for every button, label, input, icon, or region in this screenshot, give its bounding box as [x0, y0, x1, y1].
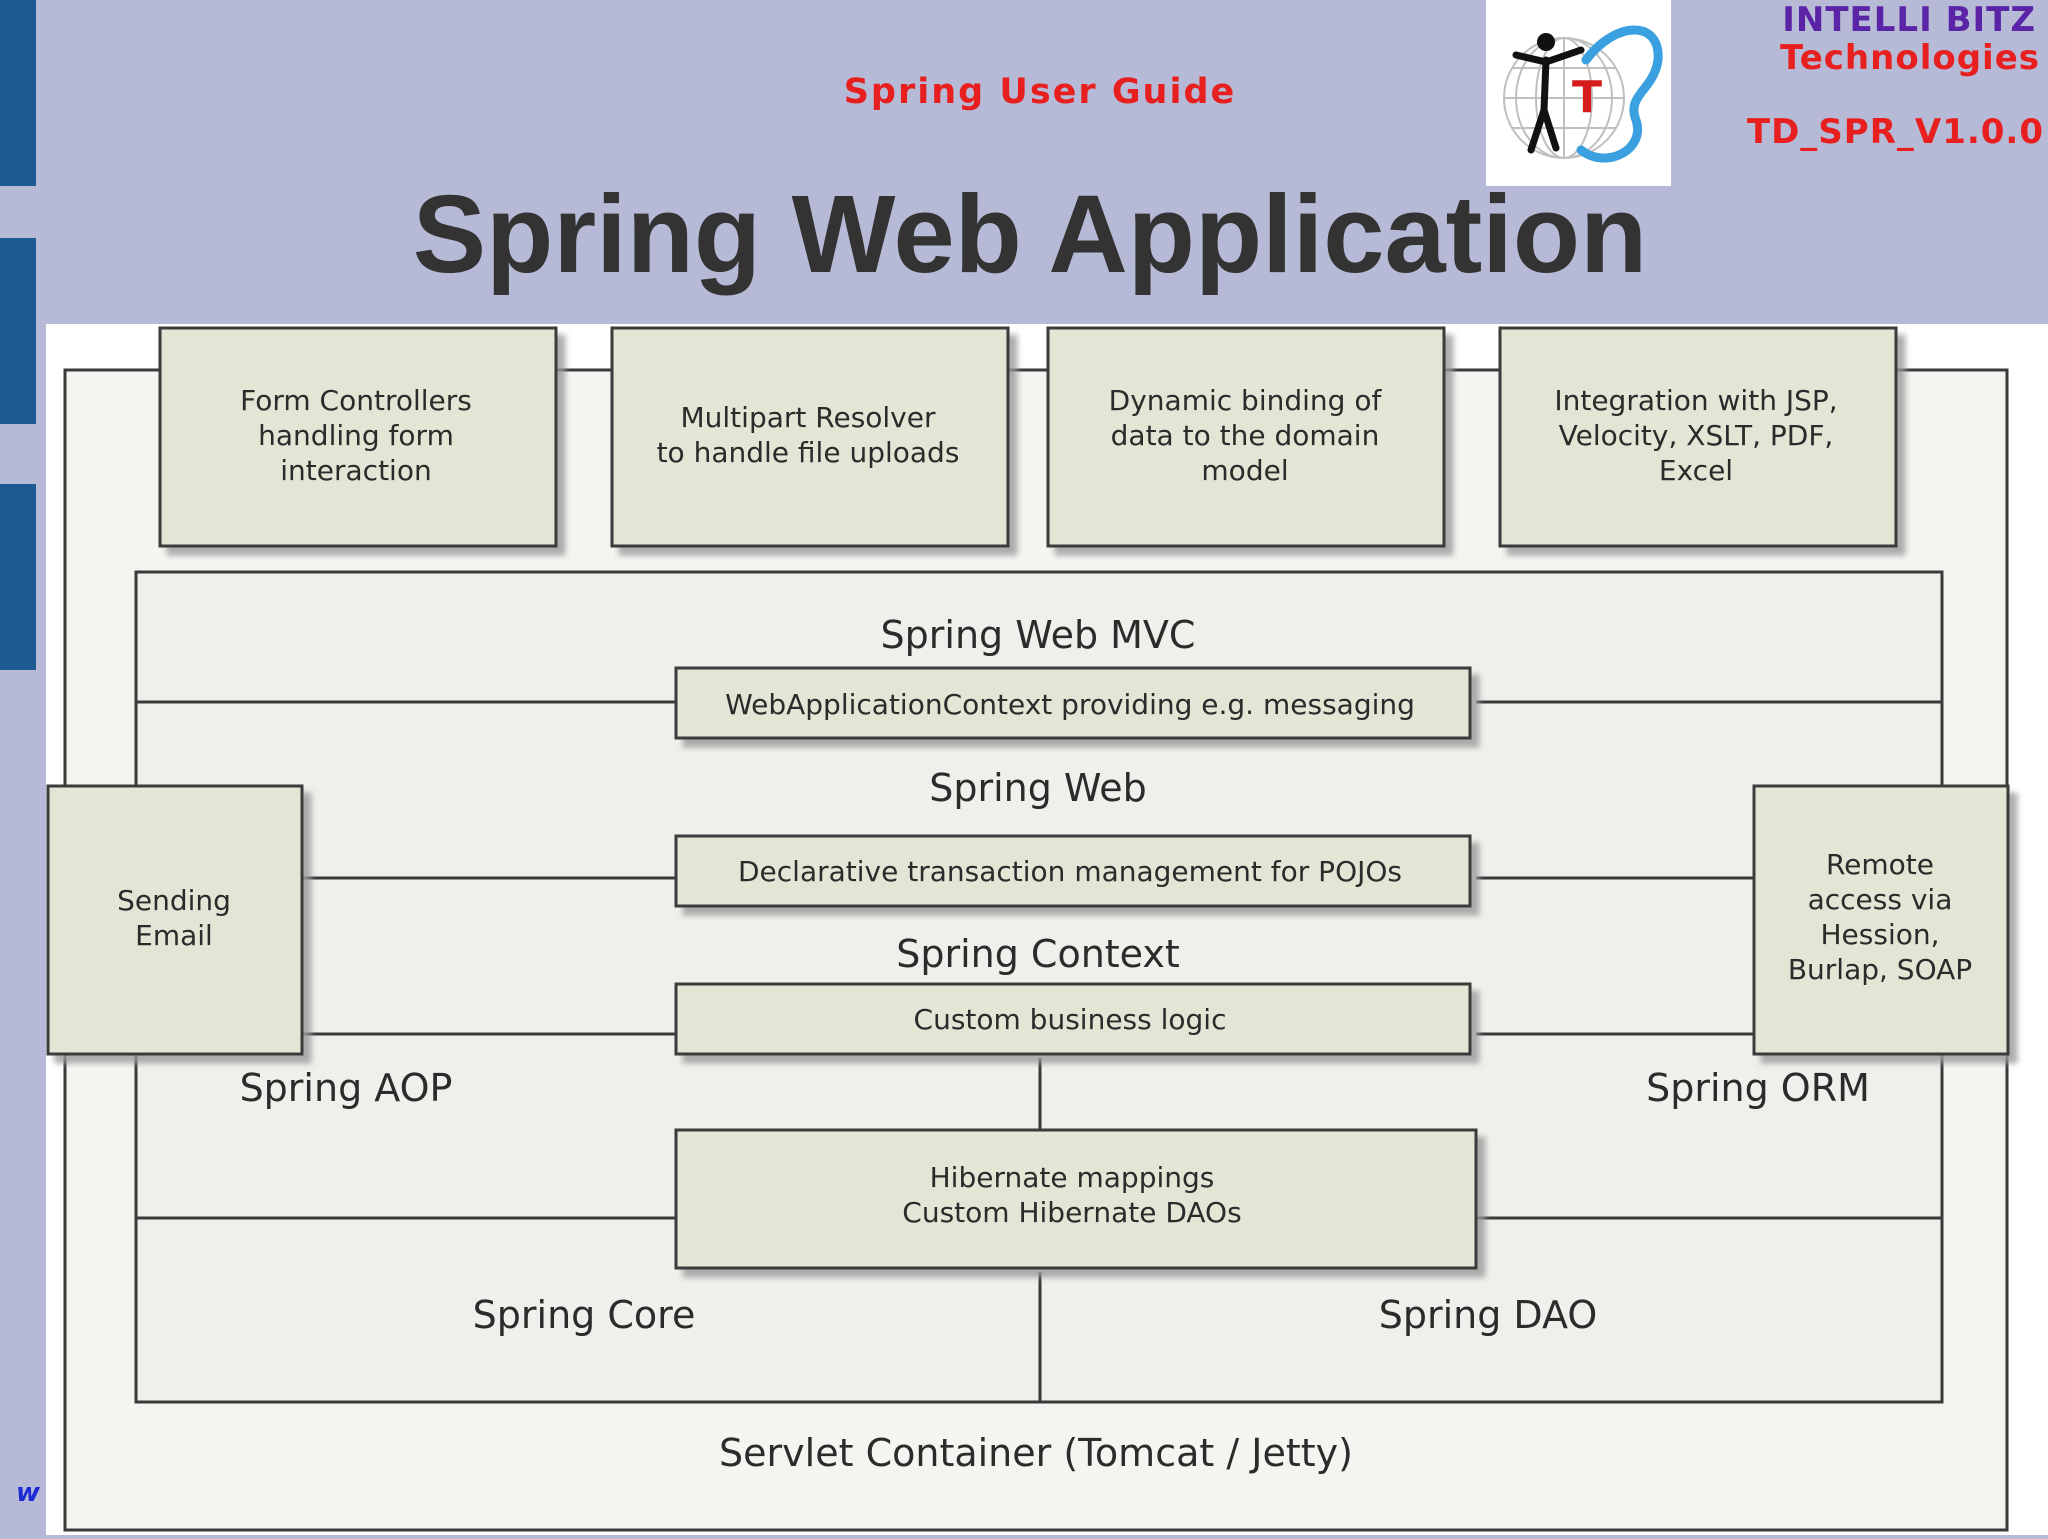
multipart-resolver-box [610, 326, 1010, 548]
spring-orm-label: Spring ORM [1646, 1066, 1870, 1110]
sending-email-line1: Sending [117, 884, 231, 917]
multipart-resolver-line1: Multipart Resolver [681, 401, 936, 434]
web-app-context-label: WebApplicationContext providing e.g. mes… [725, 688, 1415, 721]
hibernate-label-line2: Custom Hibernate DAOs [902, 1196, 1241, 1229]
dynamic-binding-box [1046, 326, 1446, 548]
architecture-diagram-svg: Form Controllers handling form interacti… [46, 326, 2010, 1532]
spring-context-label: Spring Context [896, 932, 1180, 976]
view-integration-box [1498, 326, 1898, 548]
remote-access-line4: Burlap, SOAP [1788, 953, 1972, 986]
spring-aop-label: Spring AOP [240, 1066, 453, 1110]
spring-web-label: Spring Web [929, 766, 1147, 810]
view-integration-line2: Velocity, XSLT, PDF, [1559, 419, 1834, 452]
company-name: INTELLI BITZ [1782, 0, 2036, 40]
dynamic-binding-line1: Dynamic binding of [1109, 384, 1383, 417]
guide-subtitle: Spring User Guide [843, 72, 1237, 112]
web-app-context-box [674, 666, 1472, 740]
sending-email-line2: Email [135, 919, 213, 952]
business-logic-box [674, 982, 1472, 1056]
spring-core-label: Spring Core [473, 1293, 696, 1337]
remote-access-line1: Remote [1826, 848, 1934, 881]
remote-access-line3: Hession, [1820, 918, 1939, 951]
hibernate-box [674, 1128, 1478, 1270]
logo-letter: T [1572, 72, 1602, 123]
remote-access-line2: access via [1808, 883, 1953, 916]
company-name-suffix: Technologies [1780, 38, 2040, 78]
architecture-diagram: Form Controllers handling form interacti… [46, 324, 2048, 1535]
servlet-container-label: Servlet Container (Tomcat / Jetty) [719, 1431, 1353, 1475]
slide-title: Spring Web Application [412, 173, 1648, 296]
view-integration-line3: Excel [1659, 454, 1733, 487]
footer-mark: w [16, 1478, 41, 1508]
document-code: TD_SPR_V1.0.0 [1746, 112, 2044, 152]
remote-access-box [1752, 784, 2010, 1056]
spring-dao-label: Spring DAO [1379, 1293, 1598, 1337]
spring-web-mvc-label: Spring Web MVC [881, 613, 1196, 657]
form-controllers-line2: handling form [258, 419, 454, 452]
globe-logo-icon: T [1503, 25, 1663, 163]
business-logic-label: Custom business logic [914, 1003, 1227, 1036]
form-controllers-box [158, 326, 558, 548]
form-controllers-line1: Form Controllers [240, 384, 472, 417]
dynamic-binding-line2: data to the domain [1111, 419, 1380, 452]
declarative-tx-box [674, 834, 1472, 908]
view-integration-line1: Integration with JSP, [1554, 384, 1837, 417]
sidebar-block-middle [0, 238, 36, 424]
sending-email-box [46, 784, 304, 1056]
sidebar-block-bottom [0, 484, 36, 670]
declarative-tx-label: Declarative transaction management for P… [738, 855, 1402, 888]
company-logo: T [1486, 0, 1671, 186]
multipart-resolver-line2: to handle file uploads [657, 436, 960, 469]
hibernate-label-line1: Hibernate mappings [930, 1161, 1215, 1194]
form-controllers-line3: interaction [280, 454, 431, 487]
dynamic-binding-line3: model [1201, 454, 1288, 487]
sidebar-block-top [0, 0, 36, 186]
